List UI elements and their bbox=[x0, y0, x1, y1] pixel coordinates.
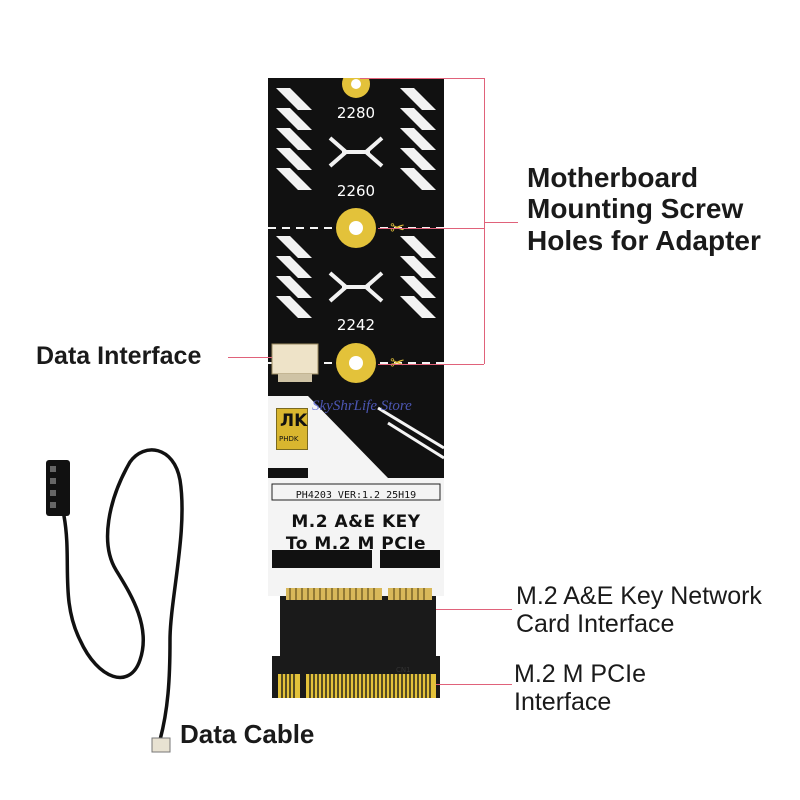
svg-text:✂: ✂ bbox=[390, 353, 405, 374]
board-sku: PH4203 VER:1.2 25H19 bbox=[295, 490, 417, 501]
callout-mounting-line1: Motherboard bbox=[527, 162, 699, 193]
hole-label-2242: 2242 bbox=[336, 316, 376, 334]
hole-label-2260: 2260 bbox=[336, 182, 376, 200]
callout-mounting-line2: Mounting Screw bbox=[527, 193, 744, 225]
connector-label: CN1 bbox=[396, 666, 411, 674]
callout-line-ae-key bbox=[436, 609, 512, 610]
board-title-line2: To M.2 M PCIe bbox=[285, 534, 427, 554]
callout-mounting-line3: Holes for Adapter bbox=[527, 224, 761, 256]
board-graphic: ✂ ✂ bbox=[268, 70, 445, 698]
callout-ae-key-line1: M.2 A&E Key Network bbox=[516, 582, 762, 610]
m2-adapter-board: ✂ ✂ bbox=[268, 70, 445, 698]
callout-data-cable: Data Cable bbox=[180, 719, 315, 749]
callout-data-interface: Data Interface bbox=[36, 342, 202, 370]
callout-ae-key: M.2 A&E Key Network Card Interface bbox=[516, 582, 762, 638]
decor-stripes bbox=[276, 88, 436, 318]
callout-line-mounting bbox=[484, 222, 518, 223]
board-title-line1: M.2 A&E KEY bbox=[291, 512, 421, 532]
callout-line-low bbox=[378, 364, 484, 365]
callout-line-m-pcie bbox=[436, 684, 512, 685]
callout-line-vertical bbox=[484, 78, 485, 364]
data-cable-image bbox=[46, 448, 184, 753]
cable-jst-plug bbox=[151, 737, 171, 753]
callout-line-top bbox=[360, 78, 484, 79]
phdk-logo: ЛK PHDK bbox=[276, 408, 308, 450]
callout-mounting-holes: Motherboard Mounting Screw Holes for Ada… bbox=[527, 162, 761, 256]
hole-label-2280: 2280 bbox=[336, 104, 376, 122]
callout-m-pcie-line2: Interface bbox=[514, 688, 612, 716]
logo-glyph-icon: ЛK bbox=[280, 411, 308, 431]
cable-wire bbox=[62, 448, 184, 742]
logo-text: PHDK bbox=[279, 435, 299, 443]
callout-line-data-interface bbox=[228, 357, 272, 358]
x-marks bbox=[328, 136, 384, 303]
callout-line-mid bbox=[378, 228, 484, 229]
callout-m-pcie: M.2 M PCIe Interface bbox=[514, 660, 646, 716]
cable-connector-housing bbox=[46, 460, 70, 516]
callout-m-pcie-line1: M.2 M PCIe bbox=[514, 660, 646, 688]
callout-ae-key-line2: Card Interface bbox=[516, 610, 675, 638]
store-watermark: SkyShrLife Store bbox=[312, 398, 412, 414]
